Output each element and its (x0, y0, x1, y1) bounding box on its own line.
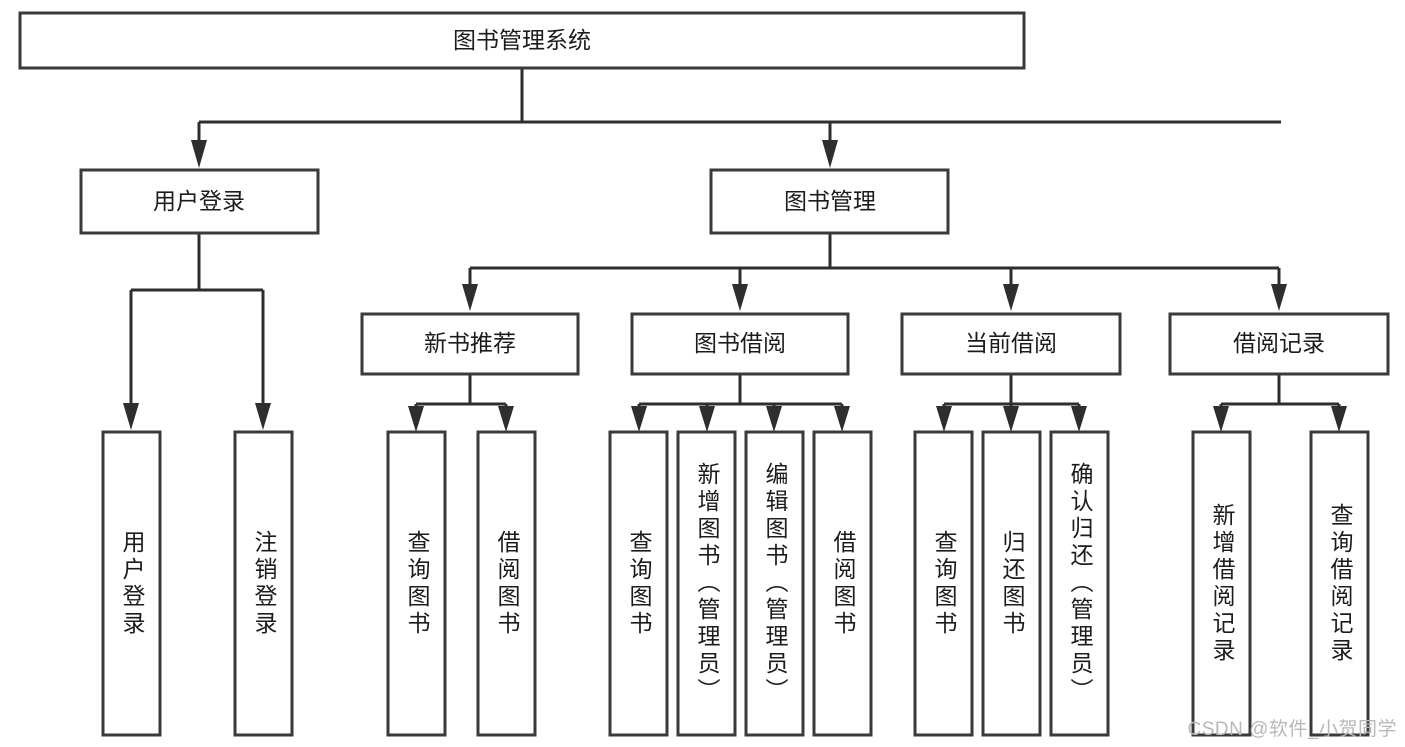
node-root-system-label: 图书管理系统 (453, 27, 591, 53)
arrow-head-icon (1003, 406, 1019, 432)
arrow-head-icon (191, 140, 207, 168)
arrow-head-icon (631, 406, 647, 432)
arrow-head-icon (408, 406, 424, 432)
node-leaf-query-book-1-box[interactable] (386, 430, 447, 737)
arrow-head-icon (936, 406, 952, 432)
node-book-management[interactable]: 图书管理 (709, 168, 950, 235)
node-leaf-borrow-book-2-box[interactable] (812, 430, 873, 737)
node-book-borrow-label: 图书借阅 (694, 330, 786, 356)
node-borrow-record[interactable]: 借阅记录 (1168, 312, 1390, 376)
node-new-book-recommend-label: 新书推荐 (424, 330, 516, 356)
node-book-management-label: 图书管理 (784, 188, 876, 214)
connector-record-to-leaves (1213, 374, 1347, 432)
arrow-head-icon (123, 403, 139, 430)
node-leaf-query-record-box[interactable] (1309, 430, 1370, 737)
arrow-head-icon (766, 406, 782, 432)
node-current-borrow[interactable]: 当前借阅 (900, 312, 1122, 376)
node-current-borrow-label: 当前借阅 (965, 330, 1057, 356)
arrow-head-icon (1271, 284, 1287, 311)
arrow-head-icon (1003, 284, 1019, 311)
connector-recommend-to-leaves (408, 374, 514, 432)
node-leaf-add-record-box[interactable] (1191, 430, 1252, 737)
node-root-system[interactable]: 图书管理系统 (18, 11, 1026, 70)
arrow-head-icon (1213, 406, 1229, 432)
arrow-head-icon (498, 406, 514, 432)
watermark-text: CSDN @软件_小贺同学 (1187, 719, 1397, 740)
node-user-login-label: 用户登录 (153, 188, 245, 214)
arrow-head-icon (834, 406, 850, 432)
node-book-borrow[interactable]: 图书借阅 (630, 312, 850, 376)
node-leaf-borrow-book-1-box[interactable] (476, 430, 537, 737)
arrow-head-icon (462, 284, 478, 311)
node-leaf-logout-box[interactable] (233, 430, 294, 737)
arrow-head-icon (732, 284, 748, 311)
arrow-head-icon (1331, 406, 1347, 432)
node-leaf-edit-book-box[interactable] (744, 430, 805, 737)
node-leaf-return-book-box[interactable] (981, 430, 1042, 737)
node-borrow-record-label: 借阅记录 (1233, 330, 1325, 356)
node-new-book-recommend[interactable]: 新书推荐 (360, 312, 580, 376)
node-leaf-query-book-2-box[interactable] (608, 430, 669, 737)
arrow-head-icon (699, 406, 715, 432)
connector-userlogin-to-leaves (123, 233, 271, 430)
arrow-head-icon (255, 403, 271, 430)
connector-borrow-to-leaves (631, 374, 850, 432)
arrow-head-icon (1071, 406, 1087, 432)
node-leaf-confirm-return-box[interactable] (1049, 430, 1110, 737)
connector-root-to-level2 (191, 68, 1281, 168)
connector-bookmgmt-to-level3 (462, 233, 1287, 311)
node-leaf-query-book-3-box[interactable] (913, 430, 974, 737)
connector-current-to-leaves (936, 374, 1087, 432)
arrow-head-icon (822, 140, 838, 168)
node-user-login[interactable]: 用户登录 (79, 168, 320, 235)
node-leaf-add-book-box[interactable] (676, 430, 737, 737)
node-leaf-user-login-box[interactable] (101, 430, 162, 737)
